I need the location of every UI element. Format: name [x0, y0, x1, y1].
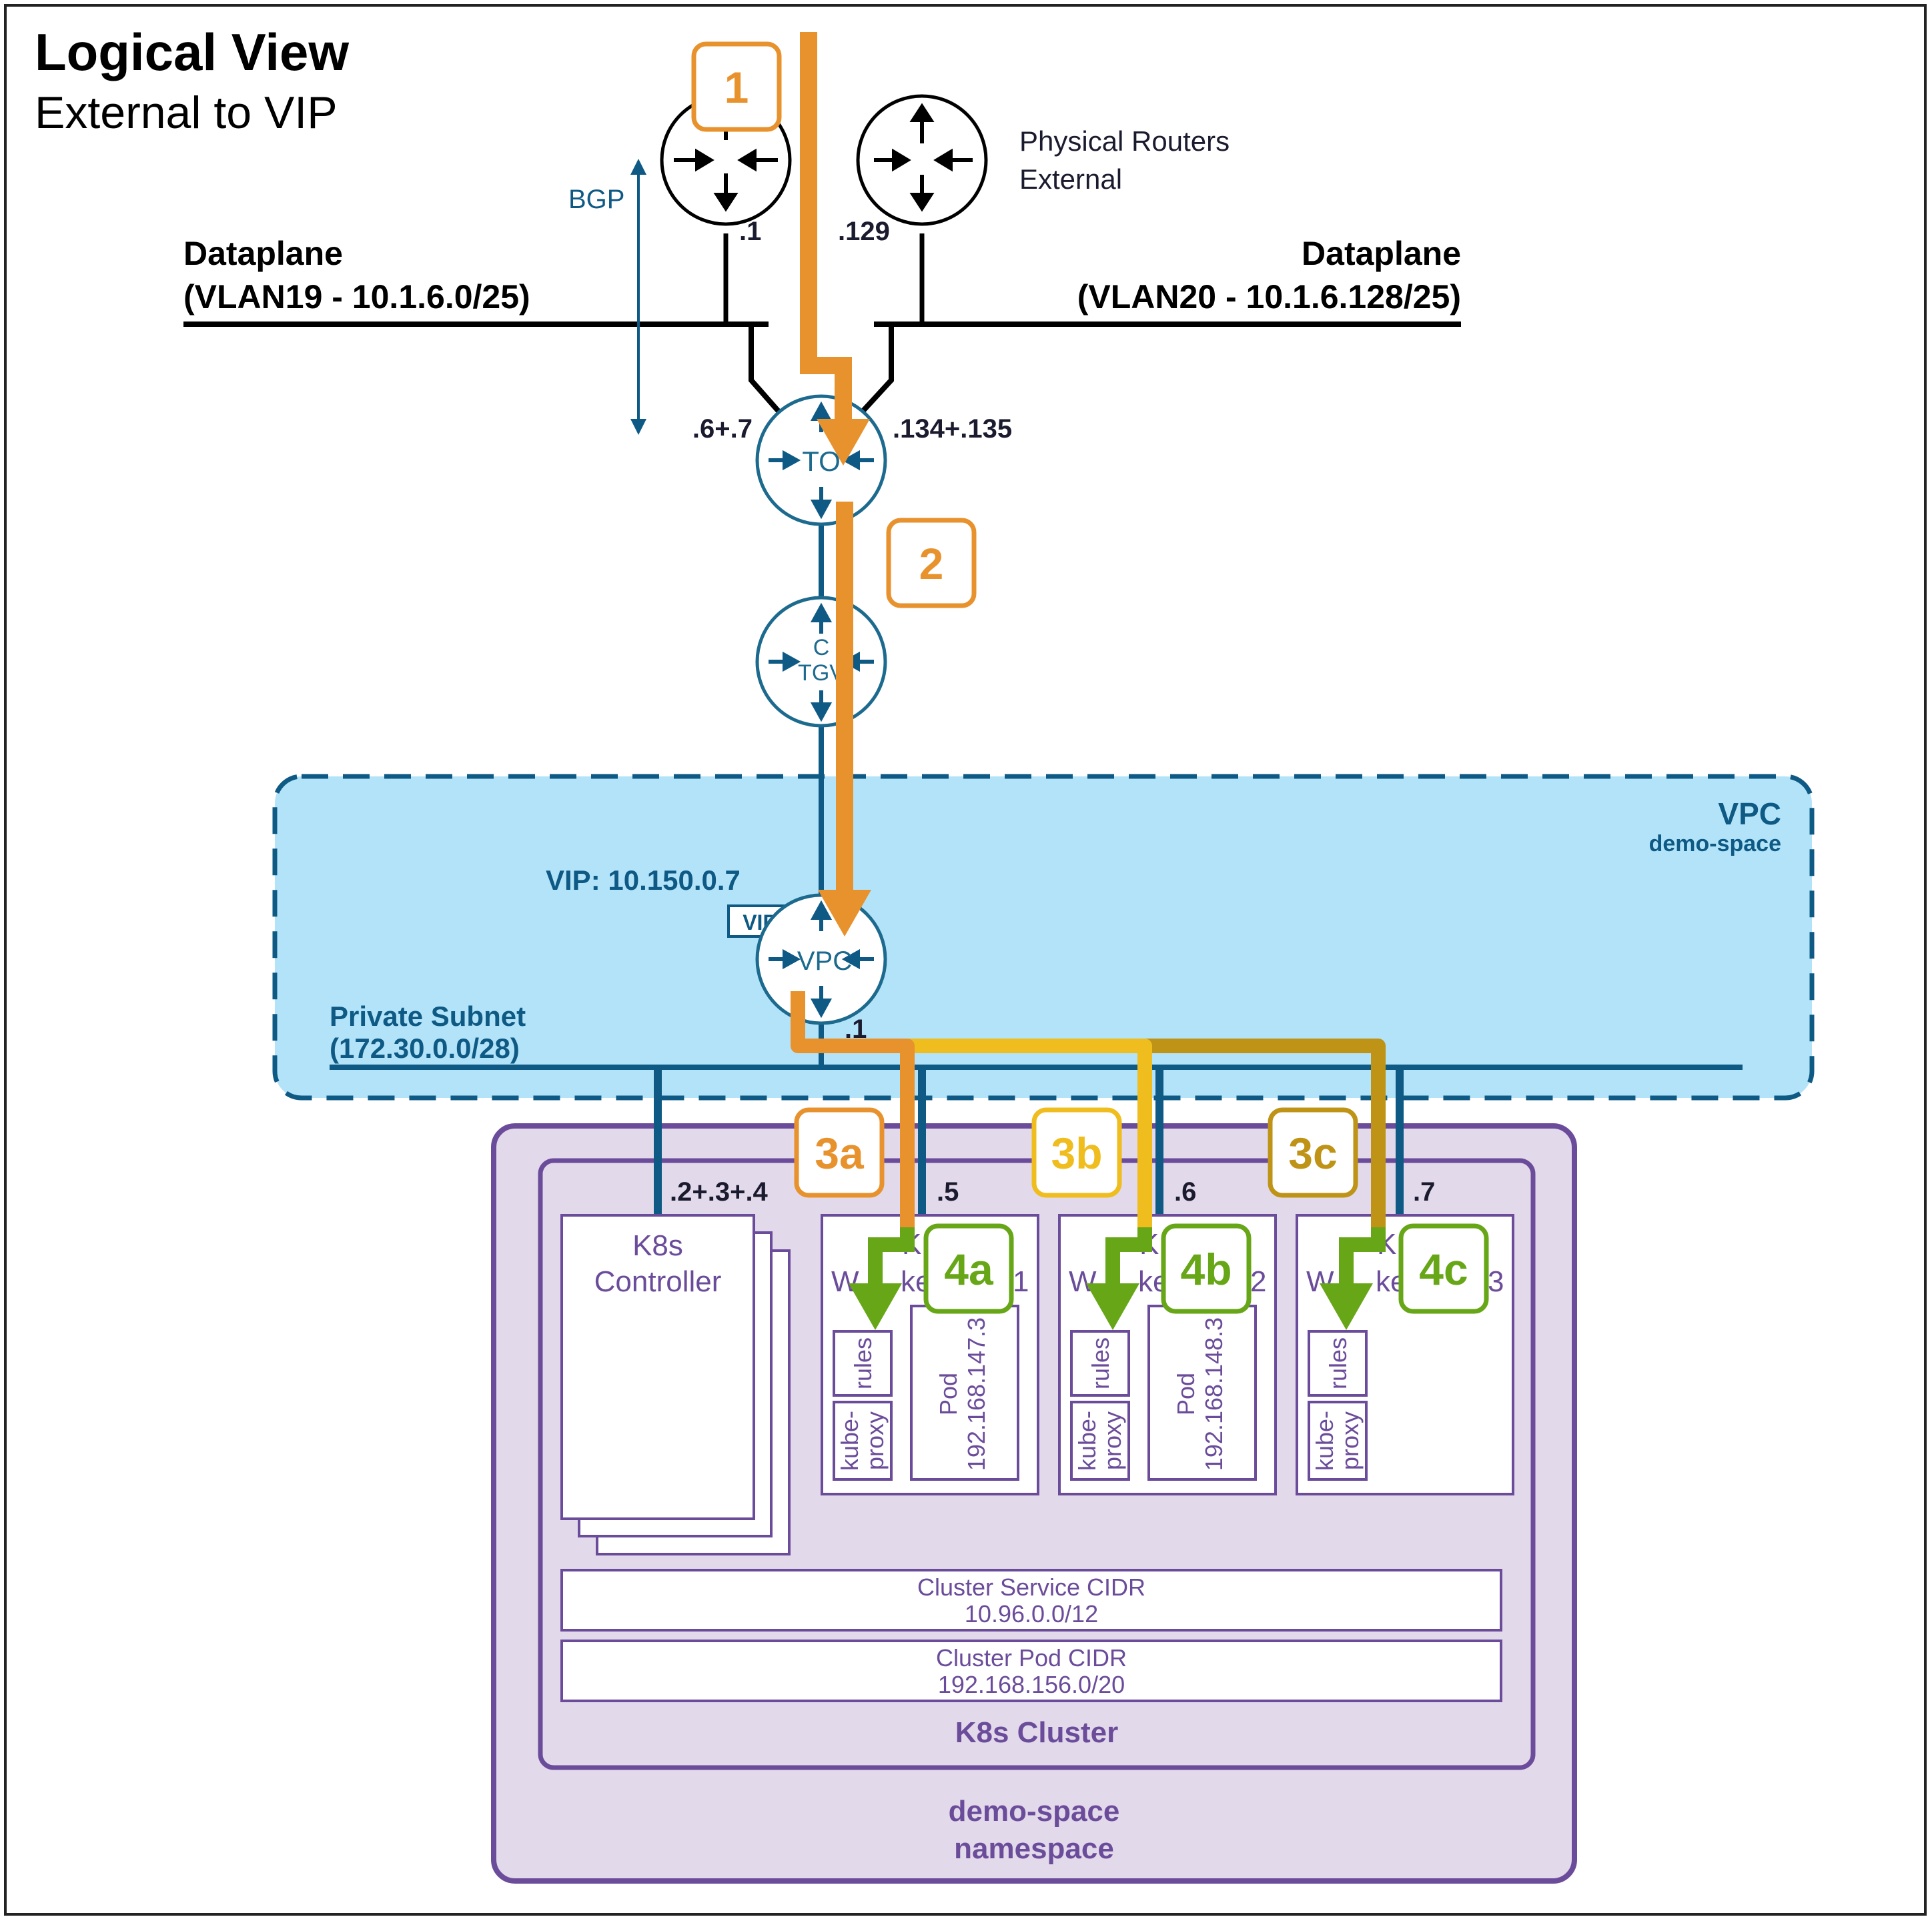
step-1-label: 1	[724, 63, 749, 112]
physical-router-right-icon	[856, 94, 988, 226]
step-3b-label: 3b	[1051, 1129, 1102, 1178]
worker3-ip: .7	[1413, 1177, 1435, 1207]
step-3b-badge	[1031, 1107, 1122, 1198]
step-4c-badge	[1398, 1223, 1489, 1314]
step-4b-label: 4b	[1180, 1245, 1232, 1294]
traffic-path-4c	[1339, 1227, 1386, 1294]
private-subnet-title: Private Subnet	[330, 1001, 526, 1032]
traffic-path-4a-arrowhead	[849, 1283, 902, 1330]
cluster-label: K8s Cluster	[955, 1716, 1119, 1749]
worker1-pod-ip: 192.168.147.3	[963, 1317, 990, 1471]
worker3-rules-label: rules	[1324, 1337, 1352, 1389]
vpc-router-label: VPC	[797, 946, 852, 976]
controller-ip: .2+.3+.4	[670, 1177, 769, 1207]
router-right-ip: .129	[838, 217, 890, 246]
worker2-pod-box	[1147, 1305, 1257, 1481]
dataplane-left-title: Dataplane	[183, 235, 343, 272]
traffic-path-1-arrowhead	[817, 419, 870, 466]
controller-subtitle: Controller	[594, 1265, 722, 1298]
step-4c-label: 4c	[1419, 1245, 1468, 1294]
step-2-badge	[886, 518, 977, 608]
worker-node-1: K W ke 1 rules kube- proxy Pod 192.168.1…	[821, 1214, 1039, 1495]
worker2-kube-proxy-label-1: kube-	[1073, 1411, 1101, 1471]
worker2-name-right: 2	[1250, 1265, 1266, 1298]
step-4b-badge	[1161, 1223, 1252, 1314]
worker2-rules-label: rules	[1087, 1337, 1114, 1389]
physical-routers-label: Physical Routers	[1019, 125, 1230, 157]
worker3-rules-box	[1308, 1330, 1368, 1397]
worker1-ip: .5	[937, 1177, 959, 1207]
traffic-path-1	[800, 32, 852, 427]
traffic-path-3b	[905, 1039, 1152, 1234]
service-cidr-label: Cluster Service CIDR	[917, 1573, 1145, 1601]
diagram-title: Logical View	[35, 23, 349, 81]
step-3a-badge	[794, 1107, 885, 1198]
step-1-badge	[691, 41, 782, 132]
worker1-rules-box	[833, 1330, 893, 1397]
tor-uplink-right	[859, 324, 894, 416]
worker2-pod-ip: 192.168.148.3	[1200, 1317, 1228, 1471]
diagram-subtitle: External to VIP	[35, 87, 338, 138]
worker3-kube-proxy-label-1: kube-	[1311, 1411, 1338, 1471]
step-4a-badge	[923, 1223, 1014, 1314]
dataplane-right-subnet: (VLAN20 - 10.1.6.128/25)	[1077, 278, 1461, 315]
worker3-kube-proxy-label-2: proxy	[1336, 1411, 1364, 1470]
traffic-path-2-arrowhead	[818, 890, 871, 936]
vpc-subtitle: demo-space	[1649, 831, 1781, 856]
worker3-kube-proxy-box	[1308, 1401, 1368, 1481]
dataplane-left-subnet: (VLAN19 - 10.1.6.0/25)	[183, 278, 530, 315]
step-3c-label: 3c	[1288, 1129, 1337, 1178]
pod-cidr-value: 192.168.156.0/20	[938, 1671, 1125, 1698]
tor-uplink-left	[749, 324, 783, 416]
vpc-box	[272, 774, 1815, 1101]
controller-card	[560, 1214, 755, 1520]
traffic-path-4a	[868, 1227, 915, 1294]
worker1-pod-label: Pod	[935, 1373, 962, 1415]
tor-right-ips: .134+.135	[893, 414, 1012, 444]
private-subnet-cidr: (172.30.0.0/28)	[330, 1033, 520, 1064]
namespace-subtitle: namespace	[954, 1832, 1114, 1865]
tor-label: TO	[802, 446, 841, 477]
worker1-rules-label: rules	[849, 1337, 877, 1389]
physical-routers-sublabel: External	[1019, 163, 1122, 195]
pod-cidr-box	[560, 1640, 1502, 1702]
worker1-kube-proxy-box	[833, 1401, 893, 1481]
bgp-label: BGP	[568, 185, 624, 214]
worker1-name-right: 1	[1013, 1265, 1029, 1298]
worker1-pod-box	[910, 1305, 1019, 1481]
traffic-path-4c-arrowhead	[1320, 1283, 1373, 1330]
worker3-name-right: 3	[1488, 1265, 1504, 1298]
worker2-pod-label: Pod	[1172, 1373, 1199, 1415]
traffic-path-3c	[1142, 1039, 1386, 1234]
tor-left-ips: .6+.7	[692, 414, 753, 444]
service-cidr-box	[560, 1569, 1502, 1632]
service-cidr-value: 10.96.0.0/12	[965, 1600, 1098, 1628]
step-3c-badge	[1268, 1107, 1358, 1198]
worker2-kube-proxy-box	[1070, 1401, 1130, 1481]
worker1-kube-proxy-label-1: kube-	[836, 1411, 863, 1471]
step-4a-label: 4a	[944, 1245, 994, 1294]
step-2-label: 2	[919, 539, 944, 588]
controller-title: K8s	[632, 1229, 683, 1262]
worker2-kube-proxy-label-2: proxy	[1099, 1411, 1126, 1470]
step-3a-label: 3a	[815, 1129, 865, 1178]
vip-address-label: VIP: 10.150.0.7	[546, 864, 741, 896]
router-left-ip: .1	[739, 217, 761, 246]
namespace-title: demo-space	[949, 1795, 1120, 1828]
tgw-label-top: C	[813, 635, 830, 660]
worker2-ip: .6	[1174, 1177, 1196, 1207]
traffic-path-4b-arrowhead	[1086, 1283, 1139, 1330]
vpc-title: VPC	[1718, 796, 1781, 831]
worker2-rules-box	[1070, 1330, 1130, 1397]
worker1-kube-proxy-label-2: proxy	[861, 1411, 889, 1470]
traffic-path-3a	[791, 991, 915, 1234]
dataplane-right-title: Dataplane	[1302, 235, 1461, 272]
traffic-path-4b	[1105, 1227, 1152, 1294]
pod-cidr-label: Cluster Pod CIDR	[936, 1644, 1127, 1672]
